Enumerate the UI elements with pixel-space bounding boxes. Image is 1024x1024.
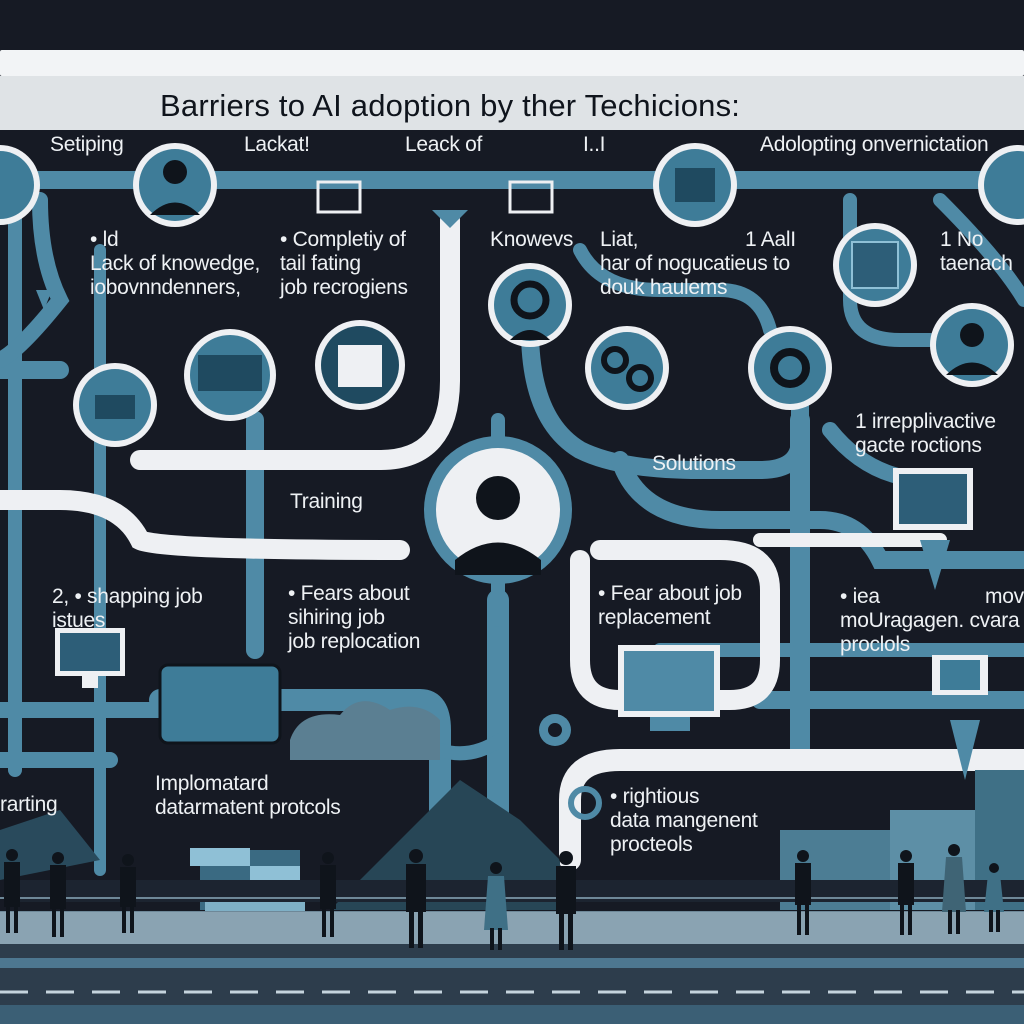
gear-icon bbox=[568, 786, 602, 820]
chip-node bbox=[833, 223, 917, 307]
cart-icon bbox=[508, 180, 554, 214]
node-circles bbox=[0, 143, 1024, 584]
title-banner bbox=[0, 76, 1024, 130]
top-label-1: Setiping bbox=[50, 133, 124, 156]
label-rarting: rarting bbox=[0, 793, 58, 816]
device-icon bbox=[932, 655, 988, 695]
people bbox=[4, 844, 1004, 950]
training-label: Training bbox=[290, 490, 363, 513]
gear-node bbox=[748, 326, 832, 410]
chip-node bbox=[0, 145, 40, 225]
person-node bbox=[133, 143, 217, 227]
top-banner bbox=[0, 50, 1024, 76]
label-no-taenach: 1 No taenach bbox=[940, 228, 1013, 275]
circuit-panel bbox=[158, 663, 282, 745]
person-figure bbox=[4, 849, 20, 933]
person-figure bbox=[484, 862, 508, 950]
barrier-complexity: • Completiy of tail fating job recrogien… bbox=[280, 228, 408, 299]
gear-node bbox=[488, 263, 572, 347]
label-implemented-protocols: Implomatard datarmatent protcols bbox=[155, 772, 341, 819]
person-figure bbox=[50, 852, 66, 937]
label-fears-job-replocation: • Fears about sihiring job job replocati… bbox=[288, 582, 421, 653]
person-figure bbox=[898, 850, 914, 935]
document-node bbox=[653, 143, 737, 227]
top-label-5: Adolopting onvernictation bbox=[760, 133, 989, 156]
ground bbox=[0, 701, 1024, 920]
top-label-4: I..I bbox=[583, 133, 606, 156]
person-figure bbox=[556, 851, 576, 950]
monitor-node bbox=[73, 363, 157, 447]
monitor-icon bbox=[618, 645, 720, 731]
person-figure bbox=[795, 850, 811, 935]
label-fear-job-replacement: • Fear about job replacement bbox=[598, 582, 742, 629]
person-figure bbox=[984, 863, 1004, 932]
top-label-3: Leack of bbox=[405, 133, 482, 156]
monitor-icon bbox=[55, 628, 125, 688]
gear-node bbox=[585, 326, 669, 410]
document-node bbox=[315, 320, 405, 410]
chip-node bbox=[978, 145, 1024, 225]
devices bbox=[55, 180, 988, 820]
person-figure bbox=[942, 844, 966, 934]
label-mov: mov bbox=[985, 585, 1024, 608]
person-figure bbox=[120, 854, 136, 933]
label-aall: 1 AalI bbox=[745, 228, 796, 251]
label-righteous-data-management: • rightious data mangenent procteols bbox=[610, 785, 758, 856]
person-figure bbox=[320, 852, 336, 937]
label-reactive-practices: 1 irrepplivactive gacte roctions bbox=[855, 410, 996, 457]
monitor-icon bbox=[893, 468, 973, 530]
central-person-node bbox=[424, 436, 572, 584]
person-figure bbox=[406, 849, 426, 948]
label-data-management-protocols: • iea moUragagen. cvara proclols bbox=[840, 585, 1020, 656]
person-node bbox=[930, 303, 1014, 387]
solutions-label: Solutions bbox=[652, 452, 736, 475]
label-shipping-job-issues: 2, • shapping job istues bbox=[52, 585, 203, 632]
page-title: Barriers to AI adoption by ther Techicio… bbox=[160, 88, 741, 123]
cart-icon bbox=[316, 180, 362, 214]
arrows bbox=[36, 210, 980, 780]
top-label-2: Lackat! bbox=[244, 133, 310, 156]
barrier-negotiations: Liat, har of nogucatieus to douk haulems bbox=[600, 228, 790, 299]
server-node bbox=[184, 329, 276, 421]
label-knowevs: Knowevs bbox=[490, 228, 574, 251]
gear-icon bbox=[539, 714, 571, 746]
road bbox=[0, 912, 1024, 1024]
barrier-lack-of-knowledge: • ld Lack of knowedge, iobovnndenners, bbox=[90, 228, 261, 299]
